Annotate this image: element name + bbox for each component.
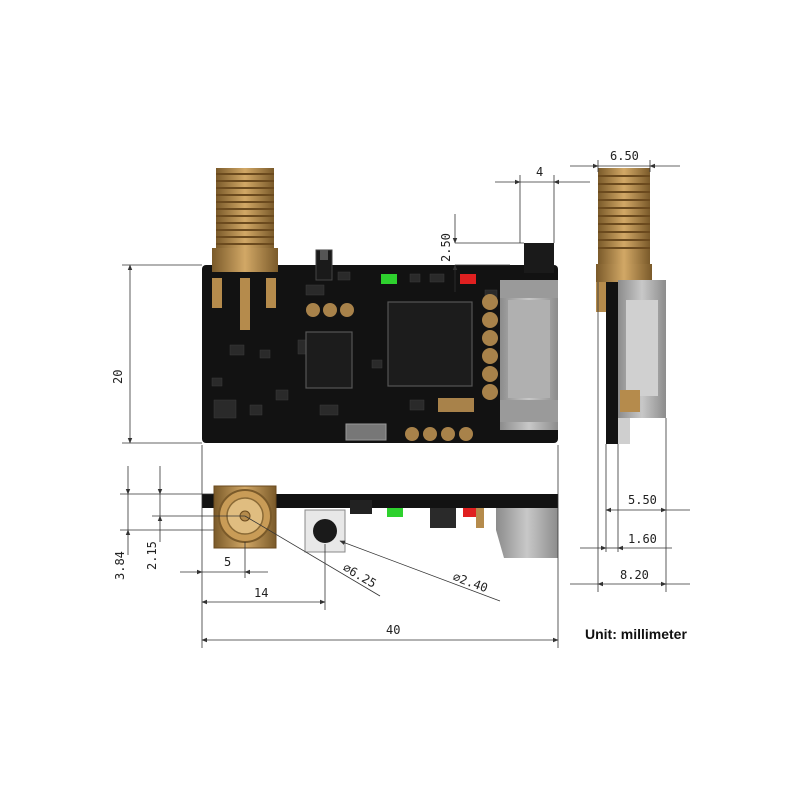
dim-button-diameter: ∅6.25: [341, 560, 379, 590]
dim-width-total: 40: [386, 623, 400, 637]
chip-mcu: [305, 331, 353, 389]
dim-hole-diameter: ∅2.40: [451, 570, 490, 596]
dim-side-5-50: 5.50: [628, 493, 657, 507]
front-view-board: [202, 485, 558, 558]
dim-height-board: 20: [111, 370, 125, 384]
dim-sma-center-horizontal: 5: [224, 555, 231, 569]
dim-connector-offset: 2.50: [439, 233, 453, 262]
led-red: [460, 274, 476, 284]
fpc-connector-front: [496, 508, 558, 558]
fpc-connector-top: [500, 243, 558, 430]
dim-sma-center-vertical: 2.15: [145, 541, 159, 570]
led-red-front: [463, 508, 477, 517]
dim-side-1-60: 1.60: [628, 532, 657, 546]
dim-side-8-20: 8.20: [620, 568, 649, 582]
dim-sma-offset-vertical: 3.84: [113, 551, 127, 580]
led-green: [381, 274, 397, 284]
chip-transmitter: [387, 301, 473, 387]
dim-connector-width: 4: [536, 165, 543, 179]
unit-label: Unit: millimeter: [585, 626, 687, 642]
top-view-board: [202, 168, 558, 443]
dim-side-width: 6.50: [610, 149, 639, 163]
crystal: [345, 423, 387, 441]
dim-button-offset: 14: [254, 586, 268, 600]
side-view: [596, 168, 666, 444]
led-green-front: [387, 508, 403, 517]
sma-connector-top: [212, 168, 278, 330]
